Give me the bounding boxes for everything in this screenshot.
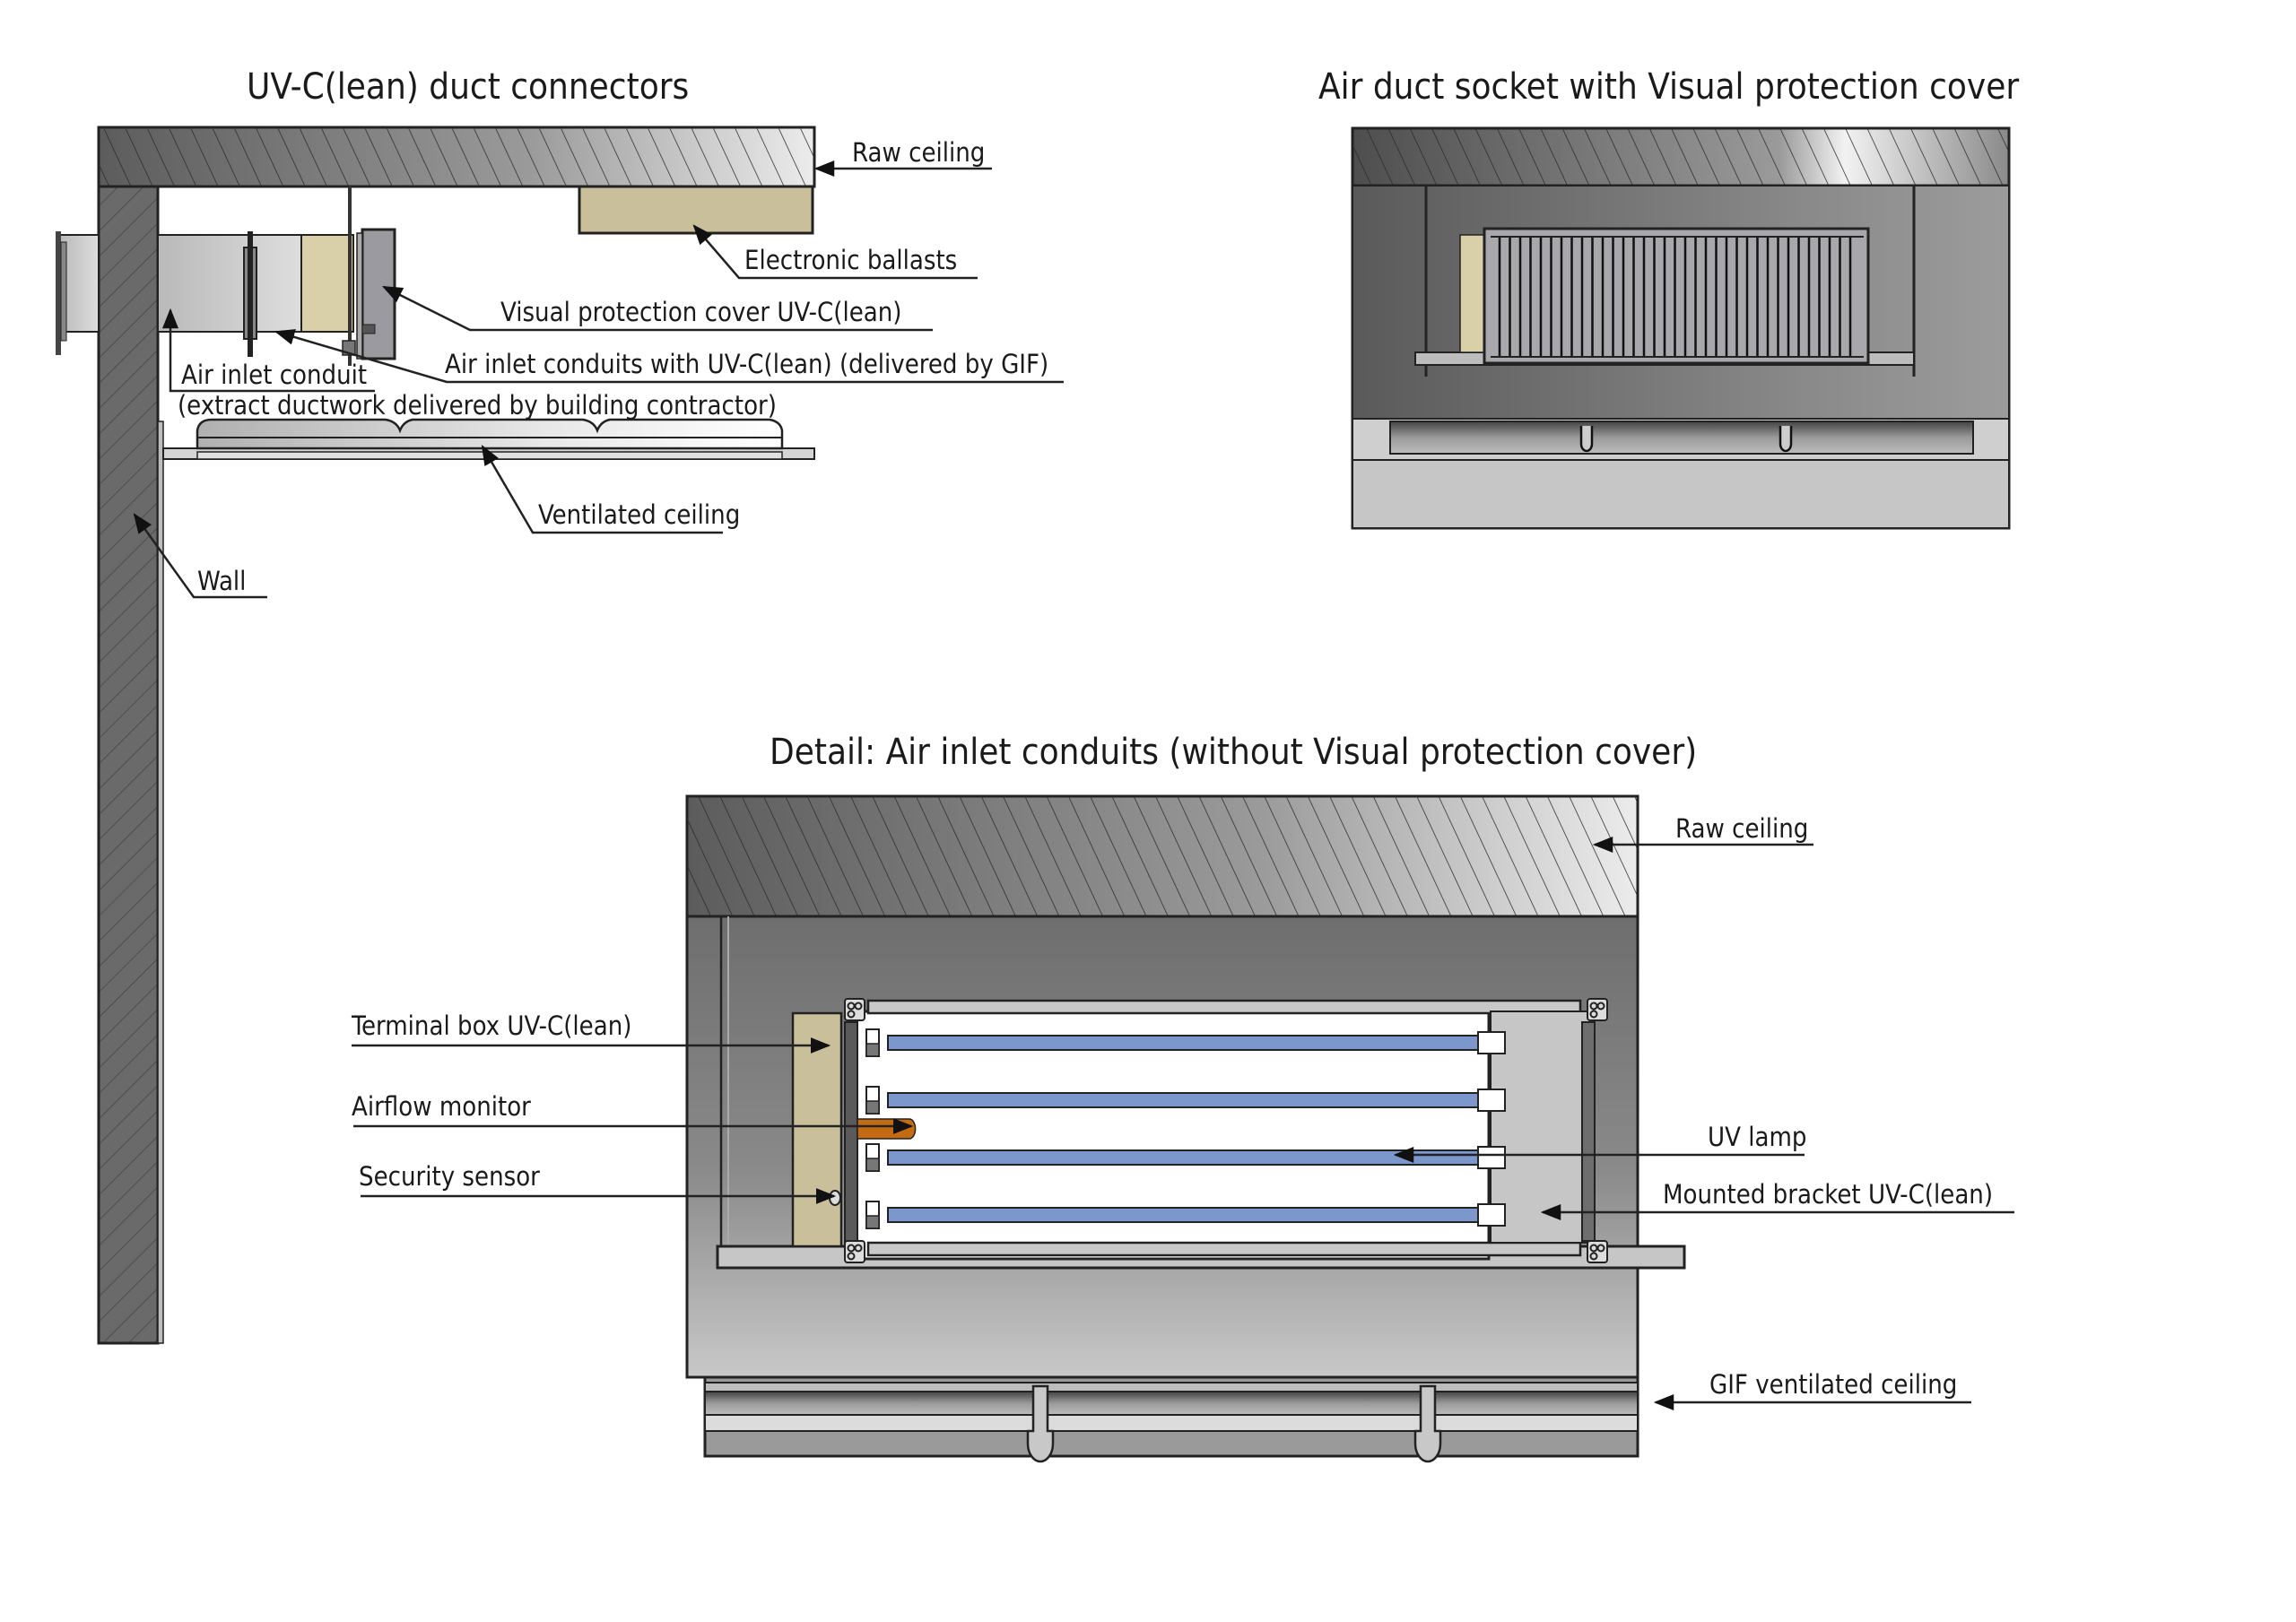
air-duct-socket-title: Air duct socket with Visual protection c… [1318,66,2019,108]
terminal-box [791,1011,843,1248]
detail-view: Detail: Air inlet conduits (without Visu… [351,732,2014,1463]
label-visual-protection-cover: Visual protection cover UV-C(lean) [500,297,901,327]
corner-plate-body [844,1240,865,1263]
label-detail-raw-ceiling: Raw ceiling [1675,813,1808,844]
label-raw-ceiling: Raw ceiling [852,137,985,168]
lamp-end-cap [1477,1146,1506,1169]
label-air-inlet-conduit-note: (extract ductwork delivered by building … [178,390,777,421]
mounted-bracket [1490,1010,1596,1244]
raw-ceiling-slab [97,126,816,188]
label-air-inlet-conduits-uvc: Air inlet conduits with UV-C(lean) (deli… [445,349,1048,379]
detail-title: Detail: Air inlet conduits (without Visu… [770,732,1697,773]
label-gif-ventilated-ceiling: GIF ventilated ceiling [1709,1369,1957,1400]
uv-lamp [865,1201,1506,1229]
screw [1589,1252,1598,1261]
leader-visual-protection-cover [381,285,933,332]
uv-lamp [865,1143,1506,1172]
uv-lamp [865,1028,1506,1057]
uv-lamps [865,1028,1506,1229]
air-duct-socket-view: Air duct socket with Visual protection c… [1318,66,2019,530]
label-airflow-monitor: Airflow monitor [352,1091,531,1122]
screw [854,1002,863,1010]
air-inlet-conduits-uvc [300,186,356,366]
label-uv-lamp: UV lamp [1708,1122,1806,1152]
airflow-monitor [857,1118,917,1140]
label-mounted-bracket: Mounted bracket UV-C(lean) [1663,1179,1993,1210]
leader-electronic-ballasts [692,224,978,280]
socket-terminal-box [1459,234,1486,353]
screw [847,1010,856,1019]
corner-plate [1587,1240,1608,1263]
lamp-socket-nut [865,1158,880,1172]
visual-protection-cover-grille [1483,227,1870,365]
lamp-end-cap [1477,1031,1506,1054]
corner-plate [844,1240,865,1263]
corner-plate-body [1587,1240,1608,1263]
lamp-tube [887,1149,1481,1166]
electronic-ballasts [578,185,814,235]
gif-ventilated-ceiling [703,1375,1639,1463]
lamp-socket-nut [865,1215,880,1229]
screw [1596,1244,1605,1253]
security-sensor [829,1190,841,1206]
lamp-socket-nut [865,1100,880,1115]
corner-plate [844,998,865,1021]
air-inlet-conduit [56,231,302,357]
leader-wall [133,513,267,599]
lamp-socket-nut [865,1043,880,1057]
duct-connectors-leaders [133,160,1064,599]
duct-connectors-title: UV-C(lean) duct connectors [247,66,689,108]
lamp-tube [887,1207,1481,1223]
lamp-end-cap [1477,1089,1506,1112]
label-air-inlet-conduit: Air inlet conduit [181,360,367,390]
label-wall: Wall [197,566,246,596]
visual-protection-cover [356,228,396,360]
label-electronic-ballasts: Electronic ballasts [744,245,957,275]
leader-ventilated-ceiling [481,445,723,534]
wall [97,185,164,1345]
label-ventilated-ceiling: Ventilated ceiling [538,499,740,530]
screw [854,1244,863,1253]
lamp-end-cap [1477,1203,1506,1227]
ventilated-ceiling [162,418,815,460]
corner-plate [1587,998,1608,1021]
lamp-tube [887,1035,1481,1051]
duct-connectors-view: UV-C(lean) duct connectors [56,66,1064,1345]
lamp-tube [887,1092,1481,1108]
screw [1596,1002,1605,1010]
leader-air-inlet-conduit [162,308,375,393]
leader-air-inlet-conduits-uvc [274,329,1064,384]
corner-plate-body [1587,998,1608,1021]
label-security-sensor: Security sensor [359,1161,540,1192]
screw [847,1252,856,1261]
uv-lamp [865,1086,1506,1115]
screw [1589,1010,1598,1019]
label-terminal-box: Terminal box UV-C(lean) [351,1010,631,1041]
corner-plate-body [844,998,865,1021]
